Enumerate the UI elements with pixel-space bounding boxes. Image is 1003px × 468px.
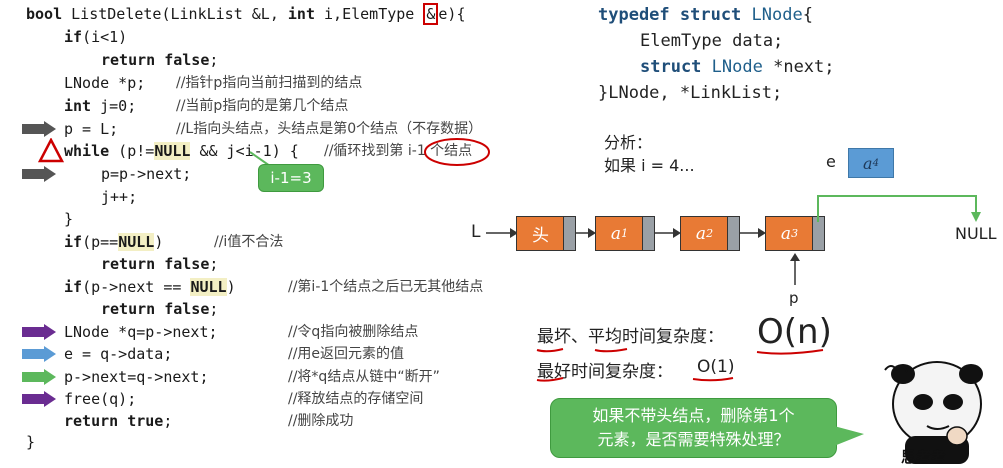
thinking-panda-meme-icon — [884, 361, 983, 464]
null-label: NULL — [955, 224, 997, 243]
list-head-pointer-label: L — [471, 222, 481, 242]
question-bubble: 如果不带头结点，删除第1个 元素，是否需要特殊处理？ — [550, 398, 837, 458]
code-line-6: p = L;//L指向头结点，头结点是第0个结点（不存数据） — [64, 120, 483, 138]
best-complexity-label: 最好时间复杂度： — [537, 362, 673, 382]
bubble-tail-icon — [834, 426, 864, 446]
meme-caption: 思考考 — [901, 448, 947, 466]
code-line-10: } — [64, 210, 74, 228]
struct-line-1: typedef struct LNode{ — [598, 5, 813, 25]
code-line-13: if(p->next == NULL)//第i-1个结点之后已无其他结点 — [64, 278, 484, 296]
code-line-19: return true;//删除成功 — [64, 412, 354, 430]
blue-arrow-icon — [22, 346, 56, 362]
node-pointer-field — [812, 217, 824, 250]
code-line-17: p->next=q->next;//将*q结点从链中“断开” — [64, 368, 440, 386]
tip-connector-icon — [249, 151, 271, 167]
red-triangle-annotation-icon — [38, 138, 64, 163]
code-line-16: e = q->data;//用e返回元素的值 — [64, 345, 405, 363]
worst-complexity-value: O(n) — [757, 312, 832, 352]
node-pointer-field — [642, 217, 654, 250]
p-arrow-up-icon — [790, 253, 800, 285]
worst-complexity-label: 最坏、平均时间复杂度： — [537, 327, 724, 347]
code-line-14: return false; — [101, 300, 219, 318]
link-arrow-icon — [655, 228, 681, 238]
code-line-12: return false; — [101, 255, 219, 273]
amp-highlight: & — [423, 3, 439, 25]
code-line-8: p=p->next; — [101, 165, 192, 183]
struct-line-2: ElemType data; — [640, 31, 784, 51]
tip-bubble: i-1=3 — [258, 164, 324, 192]
node-pointer-field — [563, 217, 575, 250]
green-arrow-icon — [22, 369, 56, 385]
l-arrow-icon — [486, 228, 518, 238]
code-line-7: while (p!=NULL && j<i-1) {//循环找到第 i-1 个结… — [64, 142, 473, 160]
struct-line-3: struct LNode *next; — [640, 57, 835, 77]
head-node: 头 — [516, 216, 576, 251]
code-line-9: j++; — [101, 188, 138, 206]
purple-arrow-icon — [22, 324, 56, 340]
gray-arrow-icon — [22, 121, 56, 137]
link-arrow-icon — [740, 228, 766, 238]
code-line-20: } — [26, 433, 36, 451]
node-pointer-field — [727, 217, 739, 250]
e-label: e — [826, 152, 836, 171]
code-line-3: return false; — [101, 51, 219, 69]
p-label: p — [789, 289, 799, 307]
code-line-4: LNode *p;//指针p指向当前扫描到的结点 — [64, 74, 363, 92]
bubble-line-2: 元素，是否需要特殊处理？ — [597, 430, 790, 449]
code-line-11: if(p==NULL)//i值不合法 — [64, 233, 284, 251]
red-circle-annotation-icon — [424, 138, 490, 166]
struct-line-4: }LNode, *LinkList; — [598, 83, 783, 103]
gray-arrow-icon — [22, 166, 56, 182]
red-underline-annotation-icon — [536, 348, 824, 382]
link-arrow-icon — [576, 228, 596, 238]
analysis-case: 如果 i = 4... — [604, 156, 695, 175]
code-line-1: bool ListDelete(LinkList &L, int i,ElemT… — [26, 3, 466, 25]
purple-arrow-icon — [22, 391, 56, 407]
analysis-title: 分析： — [604, 133, 653, 152]
code-line-15: LNode *q=p->next;//令q指向被删除结点 — [64, 323, 419, 341]
bypass-link-green-icon — [817, 195, 981, 222]
best-complexity-value: O(1) — [697, 357, 735, 377]
code-panel: bool ListDelete(LinkList &L, int i,ElemT… — [22, 3, 490, 451]
code-line-18: free(q);//释放结点的存储空间 — [64, 390, 424, 408]
code-line-5: int j=0;//当前p指向的是第几个结点 — [64, 97, 349, 115]
code-line-2: if(i<1) — [64, 28, 128, 46]
head-node-label: 头 — [532, 226, 549, 246]
bubble-line-1: 如果不带头结点，删除第1个 — [592, 406, 795, 425]
